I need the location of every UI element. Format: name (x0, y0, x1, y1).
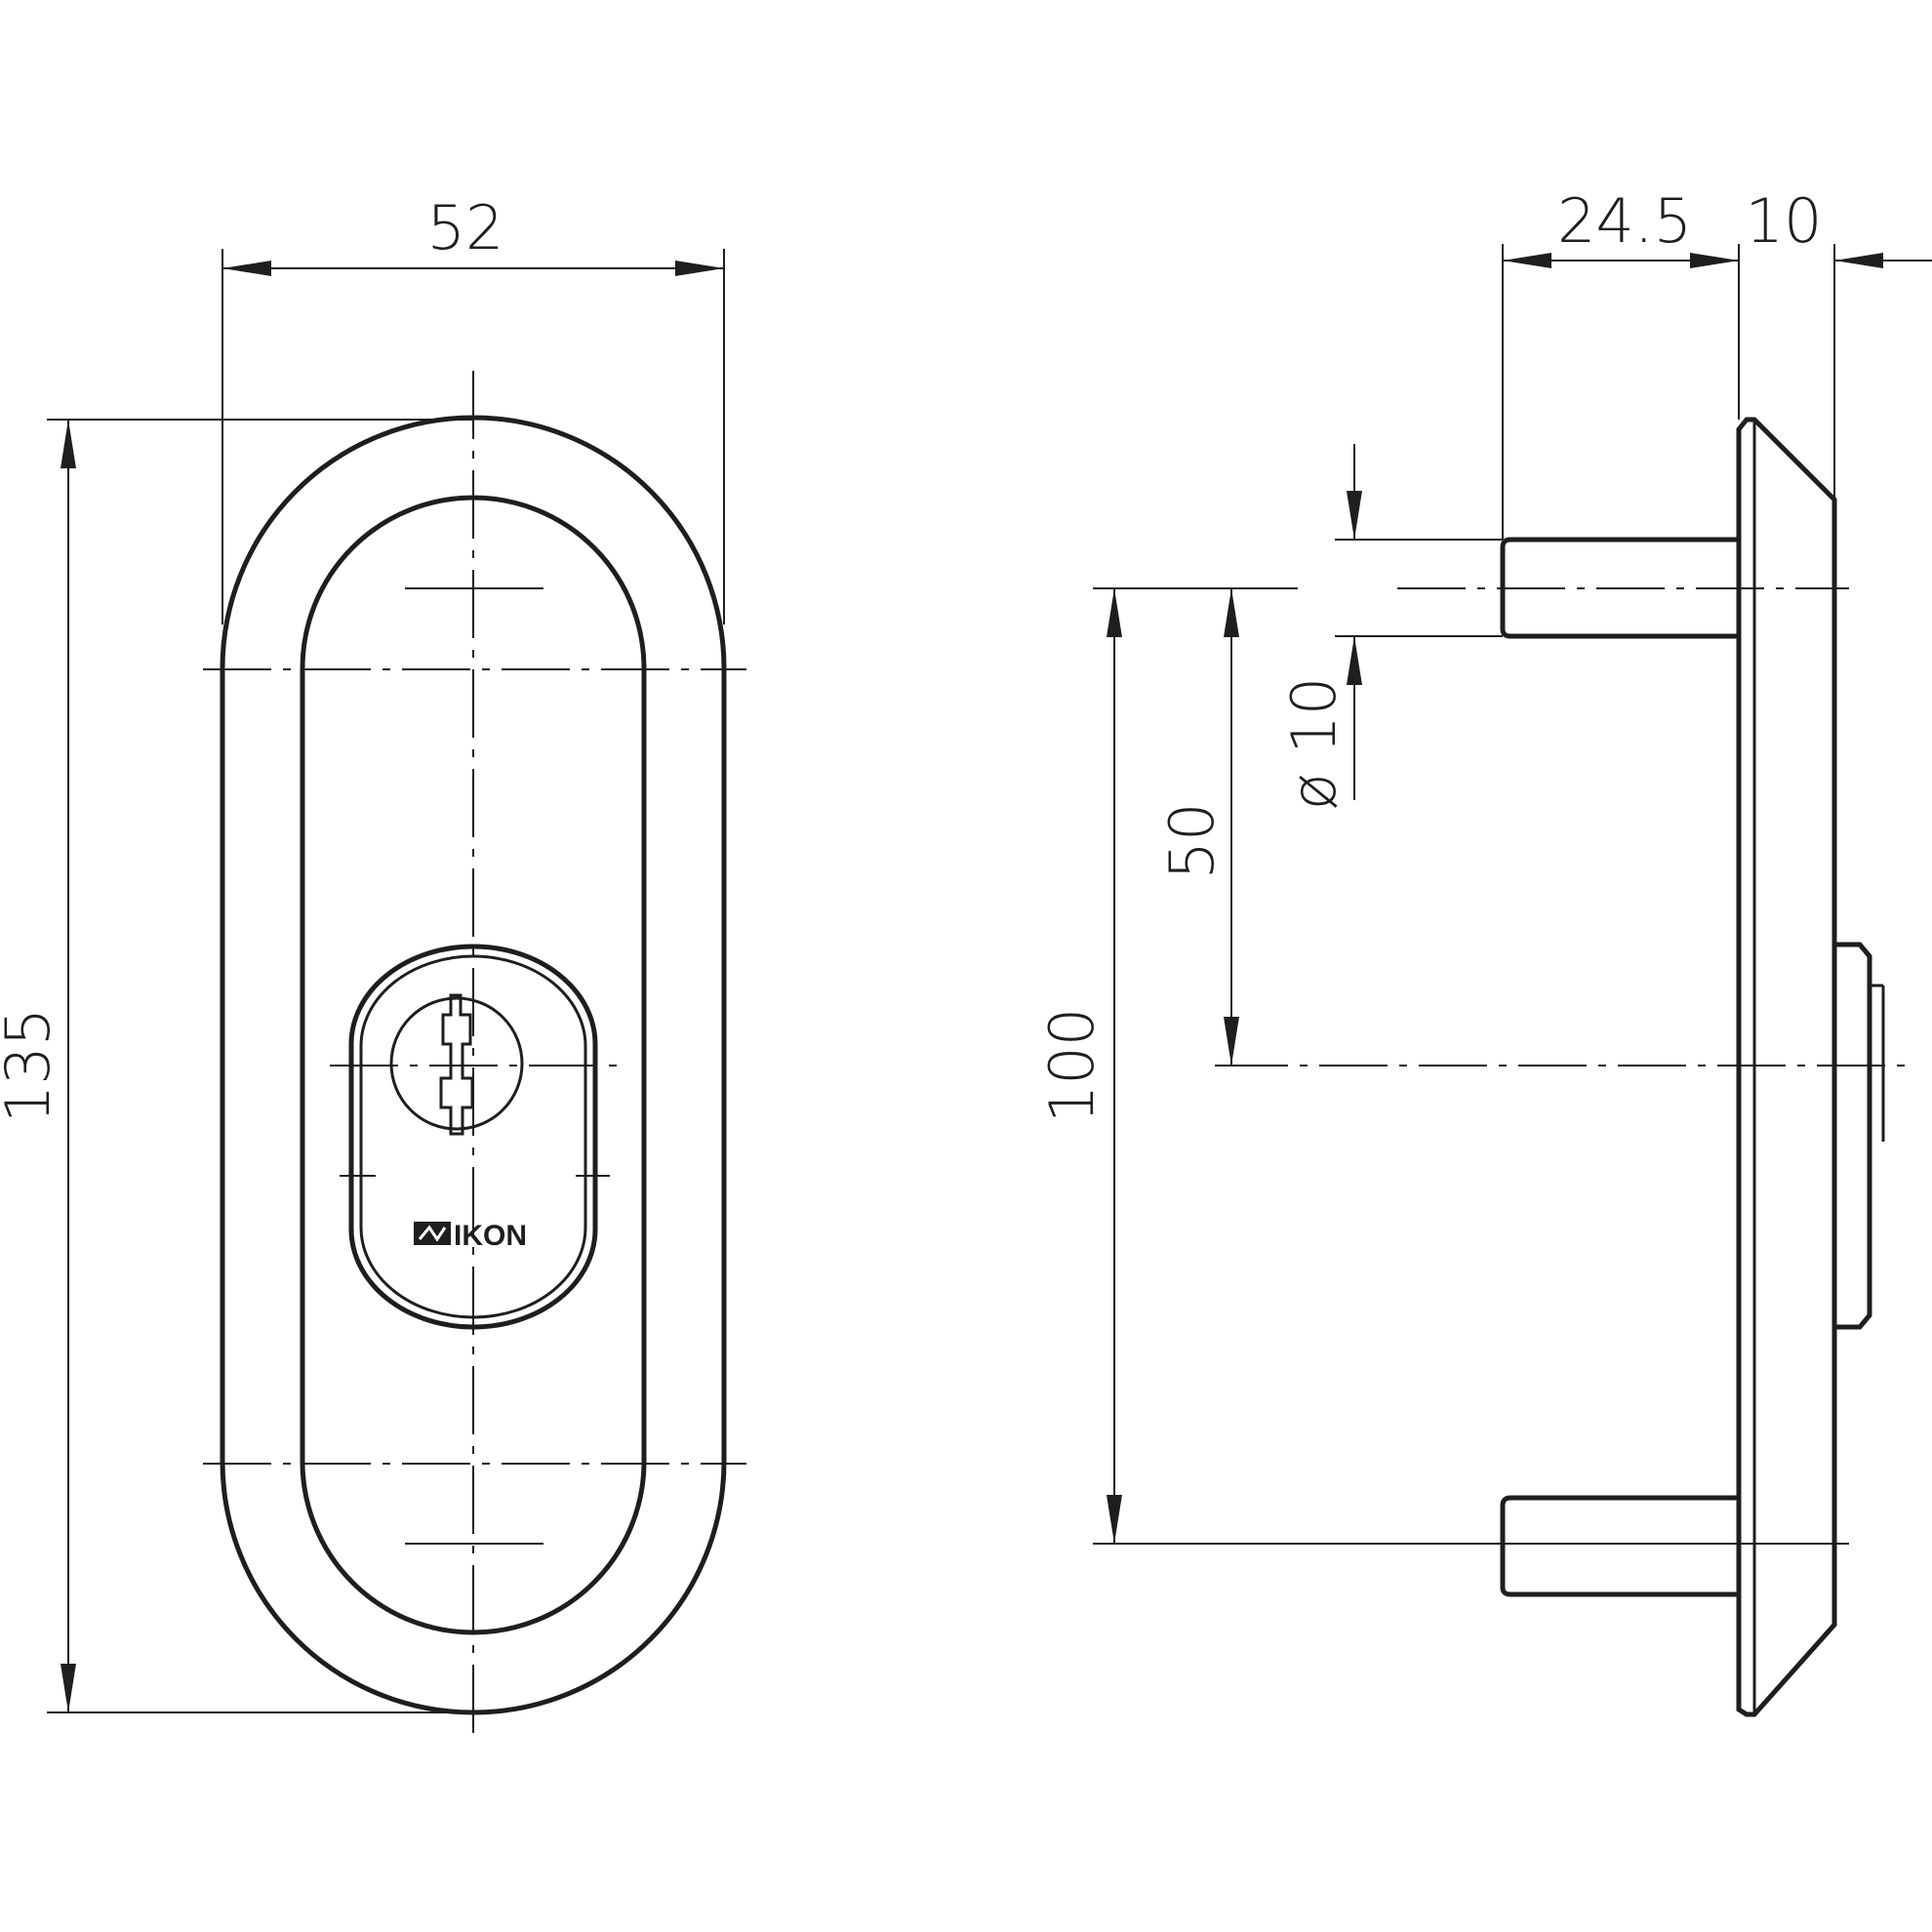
pin-spacing-label: 100 (1036, 1008, 1107, 1123)
escutcheon-outer-outline (220, 415, 727, 1715)
front-view: IKON 52 135 (0, 192, 746, 1737)
plate-thickness-dimension: 10 (1746, 185, 1932, 268)
plate-thickness-arrow (1834, 253, 1883, 268)
keyway (439, 993, 474, 1136)
pin-length-label: 24.5 (1557, 185, 1692, 257)
cylinder-protrusion (1834, 942, 1872, 1330)
diameter-arrow-top (1347, 491, 1362, 540)
height-arrow-bottom (60, 1664, 76, 1712)
lower-pin (1500, 1495, 1739, 1597)
height-dimension: 135 (0, 419, 473, 1713)
brand-logo: IKON (414, 1220, 527, 1252)
width-dimension: 52 (221, 192, 725, 624)
pin-spacing-arrow-top (1107, 588, 1122, 637)
pin-spacing-dimension: 100 (1036, 588, 1849, 1545)
pin-length-arrow-right (1690, 253, 1739, 268)
cylinder-opening-outer (348, 944, 598, 1330)
diameter-arrow-bottom (1347, 636, 1362, 685)
cylinder-opening-inner (359, 954, 587, 1319)
logo-mark-symbol (418, 1225, 447, 1242)
width-arrow-left (222, 261, 271, 276)
width-arrow-right (675, 261, 724, 276)
pin-spacing-arrow-bottom (1107, 1495, 1122, 1544)
height-arrow-top (60, 420, 76, 468)
width-label: 52 (427, 192, 504, 263)
half-spacing-label: 50 (1156, 803, 1228, 880)
height-label: 135 (0, 1008, 63, 1123)
half-spacing-arrow-bottom (1224, 1017, 1239, 1066)
half-spacing-dimension: 50 (1093, 587, 1298, 1067)
pin-diameter-dimension: ø 10 (1278, 444, 1503, 810)
half-spacing-arrow-top (1224, 588, 1239, 637)
logo-text: IKON (454, 1220, 527, 1252)
pin-diameter-label: ø 10 (1278, 677, 1349, 811)
side-view: ø 10 50 100 24.5 (1036, 185, 1932, 1717)
cylinder-core (389, 996, 524, 1131)
pin-length-dimension: 24.5 (1502, 185, 1835, 540)
pin-length-arrow-left (1503, 253, 1551, 268)
escutcheon-inner-outline (300, 495, 647, 1635)
plate-thickness-label: 10 (1746, 185, 1823, 257)
